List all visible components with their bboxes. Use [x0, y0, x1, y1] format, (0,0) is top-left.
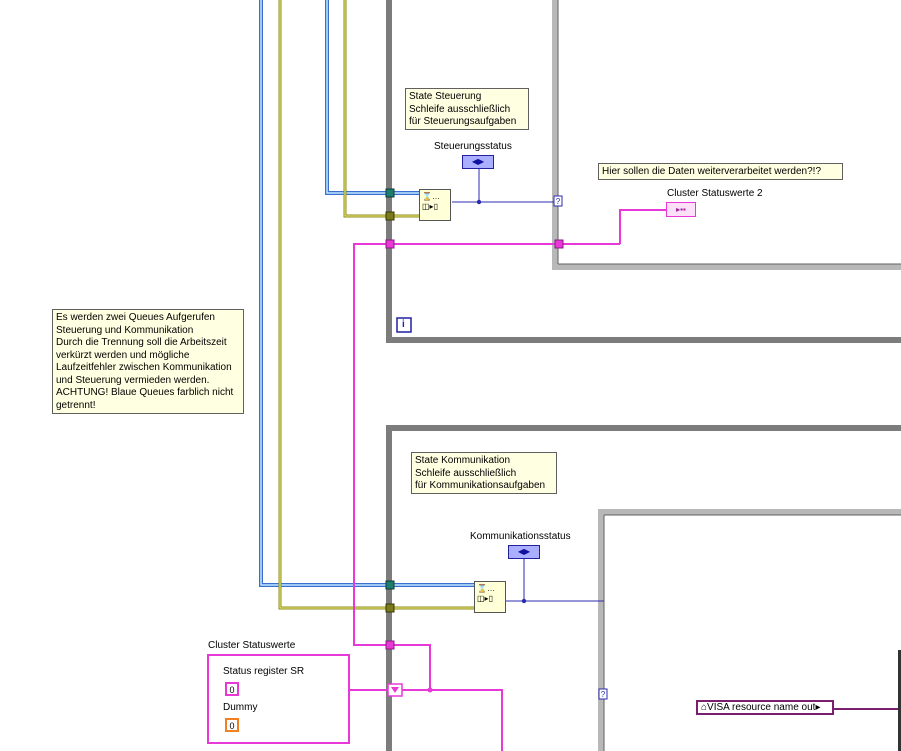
steuerungsstatus-label: Steuerungsstatus	[434, 141, 512, 152]
wire-junction	[521, 598, 527, 604]
visa-resource-name-out[interactable]: ⌂VISA resource name out▸	[696, 700, 834, 715]
svg-text:?: ?	[556, 197, 561, 206]
iteration-terminal-label: i	[402, 319, 405, 330]
wire-junction	[427, 687, 433, 693]
visa-label: VISA resource name out	[707, 702, 816, 713]
case-selector-terminal[interactable]: ? ?	[553, 195, 608, 700]
dummy-label: Dummy	[223, 702, 258, 713]
queue-wire-kommunikation[interactable]	[259, 0, 476, 587]
case-structure-top[interactable]	[552, 0, 901, 270]
dequeue-element-kommunikation[interactable]: ⌛…◫▸▯	[474, 581, 506, 613]
wire-junction	[476, 199, 482, 205]
while-loop-top[interactable]	[386, 0, 901, 343]
note-daten-weiterverarbeiten[interactable]: Hier sollen die Daten weiterverarbeitet …	[598, 163, 843, 180]
kommunikationsstatus-label: Kommunikationsstatus	[470, 531, 571, 542]
cluster-statuswerte-label: Cluster Statuswerte	[208, 640, 296, 651]
steuerungsstatus-indicator[interactable]: ◀▶	[462, 155, 494, 169]
error-wire-kommunikation[interactable]	[278, 0, 476, 610]
status-register-value[interactable]: 0	[225, 682, 239, 696]
cluster-statuswerte-control[interactable]: Status register SR 0 Dummy 0	[207, 654, 350, 744]
unbundle-node[interactable]	[387, 683, 403, 697]
note-state-kommunikation[interactable]: State Kommunikation Schleife ausschließl…	[411, 452, 557, 494]
visa-arrow-icon: ▸	[815, 702, 821, 713]
status-register-label: Status register SR	[223, 666, 305, 677]
loop-tunnels[interactable]	[385, 188, 564, 650]
dummy-value[interactable]: 0	[225, 718, 239, 732]
case-structure-bottom[interactable]	[598, 509, 901, 751]
note-state-steuerung[interactable]: State Steuerung Schleife ausschließlich …	[405, 88, 529, 130]
error-wire-steuerung[interactable]	[343, 0, 420, 218]
visa-icon: ⌂	[701, 702, 708, 713]
iteration-terminal	[396, 317, 412, 333]
kommunikationsstatus-indicator[interactable]: ◀▶	[508, 545, 540, 559]
cluster-statuswerte-2-label: Cluster Statuswerte 2	[667, 188, 763, 199]
cluster-statuswerte-2-indicator[interactable]: ▸▪▪	[666, 202, 696, 217]
note-queues[interactable]: Es werden zwei Queues Aufgerufen Steueru…	[52, 309, 244, 414]
dequeue-element-steuerung[interactable]: ⌛…◫▸▯	[419, 189, 451, 221]
svg-text:?: ?	[601, 690, 606, 699]
